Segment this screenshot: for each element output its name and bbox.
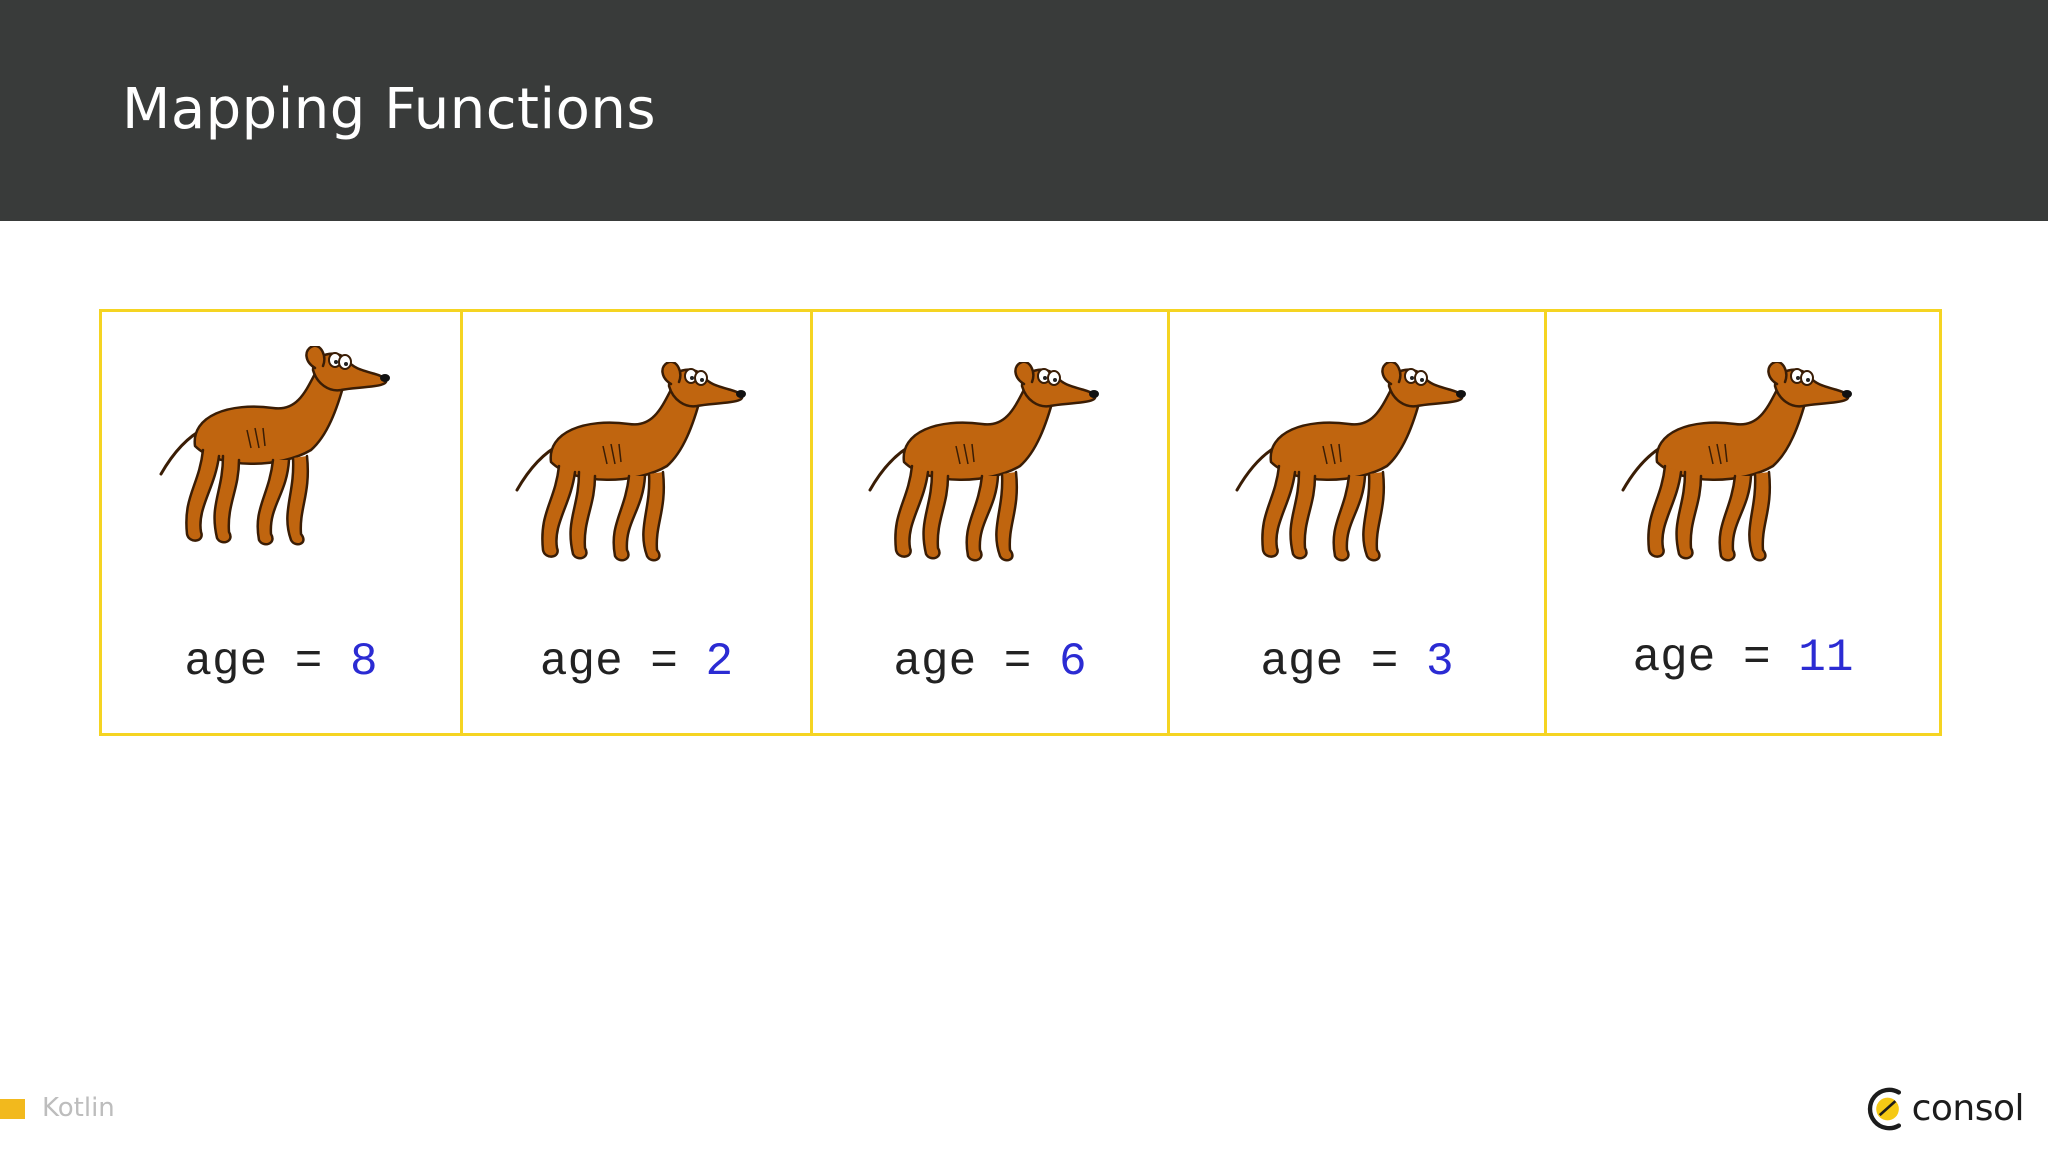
dog-illustration [159, 346, 390, 546]
age-value: 6 [1059, 636, 1087, 688]
age-label: age [1260, 636, 1344, 688]
age-expression: age = 2 [463, 634, 810, 690]
dog-illustration [868, 362, 1099, 562]
age-expression: age = 8 [102, 634, 460, 690]
age-expression: age = 11 [1547, 630, 1939, 686]
consol-logo: consol [1864, 1080, 2025, 1138]
dog-card: age = 11 [1547, 312, 1939, 733]
footer-label: Kotlin [42, 1093, 115, 1123]
logo-text: consol [1911, 1088, 2025, 1129]
age-label: age [184, 636, 268, 688]
title-bar: Mapping Functions [0, 0, 2048, 221]
slide-title: Mapping Functions [122, 77, 656, 142]
dog-illustration [1621, 362, 1852, 562]
age-expression: age = 6 [813, 634, 1167, 690]
equals-sign: = [1370, 636, 1399, 688]
age-label: age [1632, 632, 1716, 684]
footer-accent-square [0, 1099, 25, 1119]
age-label: age [893, 636, 977, 688]
dog-card: age = 6 [813, 312, 1170, 733]
consol-logo-icon [1867, 1087, 1902, 1131]
age-value: 3 [1426, 636, 1454, 688]
age-value: 8 [350, 636, 378, 688]
dog-cards-row: age = 8 age = 2 [99, 309, 1942, 736]
age-label: age [539, 636, 623, 688]
equals-sign: = [650, 636, 678, 688]
equals-sign: = [1743, 632, 1771, 684]
age-value: 2 [705, 636, 734, 688]
dog-illustration [1235, 362, 1466, 562]
dog-illustration [515, 362, 746, 562]
equals-sign: = [294, 636, 323, 688]
age-value: 11 [1798, 632, 1854, 684]
age-expression: age = 3 [1170, 634, 1544, 690]
dog-card: age = 8 [102, 312, 463, 733]
equals-sign: = [1003, 636, 1032, 688]
dog-card: age = 2 [463, 312, 813, 733]
dog-card: age = 3 [1170, 312, 1547, 733]
